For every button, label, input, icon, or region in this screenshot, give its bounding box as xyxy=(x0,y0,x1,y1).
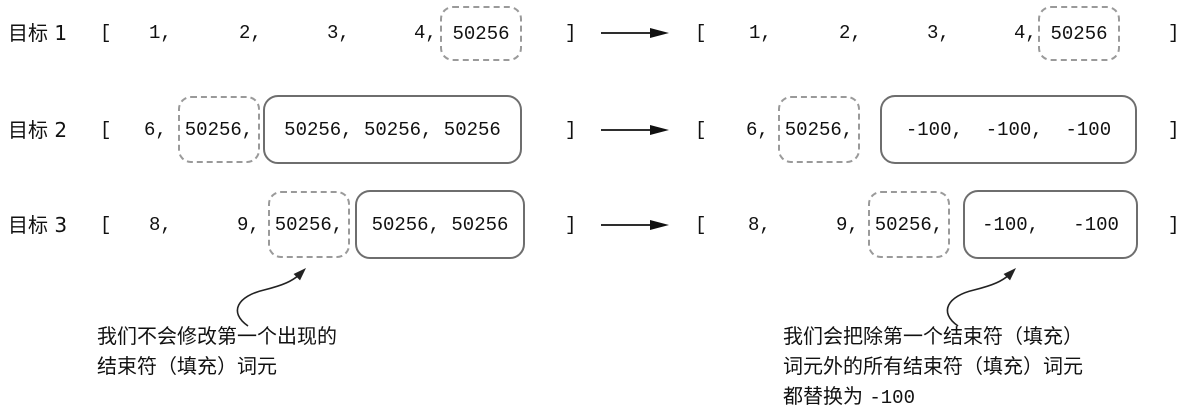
annotation-right-line-2: 词元外的所有结束符（填充）词元 xyxy=(783,354,1083,378)
eos-token: 50256, xyxy=(274,213,344,236)
replaced-tokens-box: -100, -100 xyxy=(963,190,1138,259)
token: 4, xyxy=(414,22,437,44)
bracket-open: [ xyxy=(695,119,707,141)
bracket-open: [ xyxy=(695,214,707,236)
bracket-open: [ xyxy=(695,22,707,44)
token: 8, xyxy=(149,214,172,236)
first-eos-token-box: 50256, xyxy=(778,96,860,163)
bracket-close: ] xyxy=(1168,214,1180,236)
token: 3, xyxy=(327,22,350,44)
token: 2, xyxy=(239,22,262,44)
masked-tokens: 50256, 50256 xyxy=(371,213,509,236)
transform-arrow xyxy=(601,220,669,230)
token: 2, xyxy=(839,22,862,44)
masked-tokens: -100, -100 xyxy=(982,213,1119,236)
bracket-open: [ xyxy=(100,214,112,236)
replaced-tokens-box: -100, -100, -100 xyxy=(880,95,1137,164)
extra-eos-tokens-box: 50256, 50256, 50256 xyxy=(263,95,522,164)
first-eos-token-box: 50256, xyxy=(868,191,950,258)
row-label-target-3: 目标 3 xyxy=(8,213,68,237)
transform-arrow xyxy=(601,28,669,38)
bracket-close: ] xyxy=(1168,22,1180,44)
transform-arrow xyxy=(601,125,669,135)
bracket-open: [ xyxy=(100,22,112,44)
annotation-left: 我们不会修改第一个出现的 结束符（填充）词元 xyxy=(97,321,337,381)
bracket-close: ] xyxy=(565,22,577,44)
token: 6, xyxy=(144,119,167,141)
callout-curve-arrow-right xyxy=(946,268,1016,327)
annotation-left-line-1: 我们不会修改第一个出现的 xyxy=(97,324,337,348)
eos-token: 50256 xyxy=(1050,22,1108,45)
row-label-target-1: 目标 1 xyxy=(8,21,68,45)
annotation-left-line-2: 结束符（填充）词元 xyxy=(97,354,277,378)
token: 4, xyxy=(1014,22,1037,44)
annotation-right-line-3-text: 都替换为 xyxy=(783,384,870,408)
annotation-right-line-1: 我们会把除第一个结束符（填充） xyxy=(783,324,1083,348)
masked-tokens: 50256, 50256, 50256 xyxy=(284,118,501,141)
extra-eos-tokens-box: 50256, 50256 xyxy=(355,190,525,259)
masked-tokens: -100, -100, -100 xyxy=(905,118,1112,141)
bracket-close: ] xyxy=(565,214,577,236)
token: 9, xyxy=(836,214,859,236)
token: 1, xyxy=(149,22,172,44)
callout-curve-arrow-left xyxy=(236,268,306,327)
token: 1, xyxy=(749,22,772,44)
first-eos-token-box: 50256, xyxy=(178,96,260,163)
bracket-close: ] xyxy=(565,119,577,141)
token: 3, xyxy=(927,22,950,44)
eos-token: 50256, xyxy=(874,213,944,236)
first-eos-token-box: 50256, xyxy=(268,191,350,258)
bracket-close: ] xyxy=(1168,119,1180,141)
annotation-right-line-3: 都替换为 -100 xyxy=(783,381,1083,413)
token: 9, xyxy=(237,214,260,236)
eos-token: 50256, xyxy=(184,118,254,141)
ignore-index-value: -100 xyxy=(869,387,915,409)
annotation-right: 我们会把除第一个结束符（填充） 词元外的所有结束符（填充）词元 都替换为 -10… xyxy=(783,321,1083,413)
first-eos-token-box: 50256 xyxy=(1038,6,1120,61)
eos-token: 50256, xyxy=(784,118,854,141)
bracket-open: [ xyxy=(100,119,112,141)
row-label-target-2: 目标 2 xyxy=(8,118,68,142)
first-eos-token-box: 50256 xyxy=(440,6,522,61)
token: 6, xyxy=(746,119,769,141)
eos-token: 50256 xyxy=(452,22,510,45)
token: 8, xyxy=(748,214,771,236)
